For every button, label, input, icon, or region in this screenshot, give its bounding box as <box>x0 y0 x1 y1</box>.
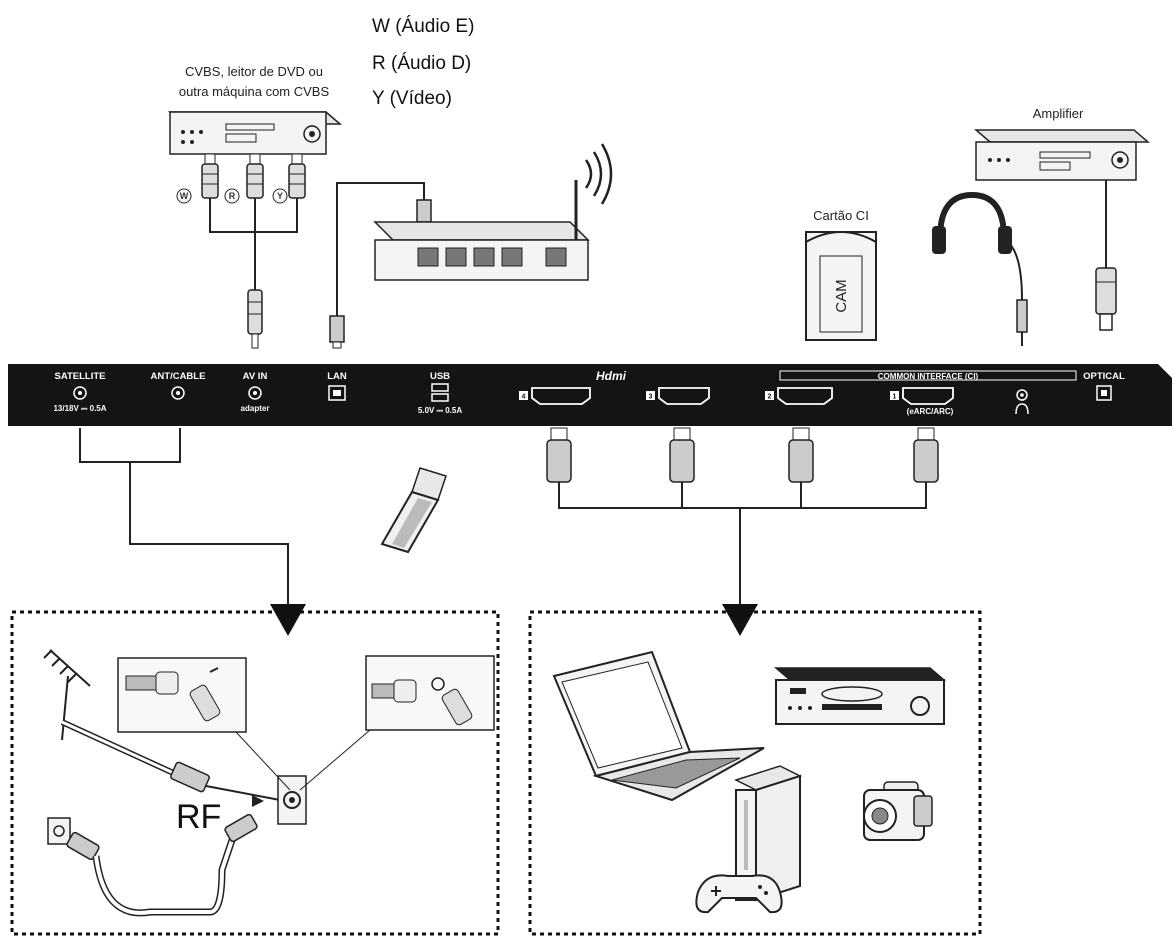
hdmi-port-2-number: 2 <box>768 394 772 401</box>
game-console-icon <box>734 765 802 902</box>
connector-detail-right <box>299 655 495 791</box>
hdmi-port-2: 2 <box>765 387 833 405</box>
optical-port: OPTICAL <box>1083 371 1125 401</box>
av-in-label: AV IN <box>243 371 268 382</box>
hdmi-port-1: 1 (eARC/ARC) <box>890 387 954 416</box>
lan-cable <box>329 182 432 349</box>
rca-legend-r: R (Áudio D) <box>372 53 471 74</box>
dvd-player-icon <box>773 667 947 725</box>
hdmi-port-1-number: 1 <box>893 394 897 401</box>
ant-cable-port: ANT/CABLE <box>151 371 206 400</box>
cvbs-source-device: CVBS, leitor de DVD ou outra máquina com… <box>167 64 343 155</box>
hdmi-port-4-number: 4 <box>522 394 526 401</box>
rca-legend: W (Áudio E) R (Áudio D) Y (Vídeo) <box>372 16 474 109</box>
cvbs-label-line2: outra máquina com CVBS <box>179 84 330 99</box>
headphones-icon <box>932 191 1028 346</box>
amplifier-device: Amplifier <box>973 106 1151 331</box>
camcorder-icon <box>863 781 933 841</box>
cvbs-label-line1: CVBS, leitor de DVD ou <box>185 64 323 79</box>
av-in-adapter: adapter <box>241 404 270 413</box>
hdmi-cables <box>546 427 939 636</box>
hdmi-logo: Hdmi <box>596 369 627 383</box>
ant-cable-label: ANT/CABLE <box>151 371 206 382</box>
lan-port: LAN <box>327 371 347 401</box>
antenna-connection-lines <box>79 428 306 636</box>
lan-label: LAN <box>327 371 347 382</box>
rca-plug-r <box>246 153 264 199</box>
av-in-port: AV IN adapter <box>241 371 270 413</box>
ci-card-label: Cartão CI <box>813 208 869 223</box>
hdmi-port-3-number: 3 <box>649 394 653 401</box>
usb-stick-icon <box>380 467 447 554</box>
rca-legend-y: Y (Vídeo) <box>372 88 452 109</box>
amplifier-label: Amplifier <box>1033 106 1084 121</box>
hdmi-port-3: 3 <box>646 387 710 405</box>
rca-cable: W R Y <box>176 153 306 349</box>
gamepad-icon <box>695 874 783 914</box>
connector-detail-left <box>117 657 291 791</box>
antenna-box: RF <box>10 610 500 936</box>
satellite-spec: 13/18V ⎓ 0.5A <box>53 404 106 413</box>
rca-plug-w <box>201 153 219 199</box>
rca-plug-y <box>288 153 306 199</box>
tv-connector-panel: SATELLITE 13/18V ⎓ 0.5A ANT/CABLE AV IN … <box>8 364 1172 426</box>
satellite-label: SATELLITE <box>54 371 105 382</box>
rca-badge-w: W <box>180 191 189 201</box>
hdmi-port-4: 4 <box>519 387 591 405</box>
hdmi-devices-box <box>528 610 982 936</box>
usb-spec: 5.0V ⎓ 0.5A <box>418 406 462 415</box>
optical-label: OPTICAL <box>1083 371 1125 382</box>
router-device <box>373 143 613 281</box>
usb-label: USB <box>430 371 450 382</box>
rca-badge-y: Y <box>277 191 283 201</box>
laptop-icon <box>552 650 765 802</box>
common-interface-label: COMMON INTERFACE (CI) <box>878 372 979 381</box>
rca-legend-w: W (Áudio E) <box>372 16 474 37</box>
headphone-port <box>1015 389 1029 415</box>
usb-port: USB 5.0V ⎓ 0.5A <box>418 371 462 415</box>
satellite-port: SATELLITE 13/18V ⎓ 0.5A <box>53 371 106 413</box>
rf-label: RF <box>176 798 221 836</box>
earc-label: (eARC/ARC) <box>907 407 954 416</box>
antenna-icon <box>43 649 91 741</box>
rca-badge-r: R <box>229 191 236 201</box>
ci-card: Cartão CI CAM <box>805 208 877 341</box>
cam-label: CAM <box>833 279 850 312</box>
